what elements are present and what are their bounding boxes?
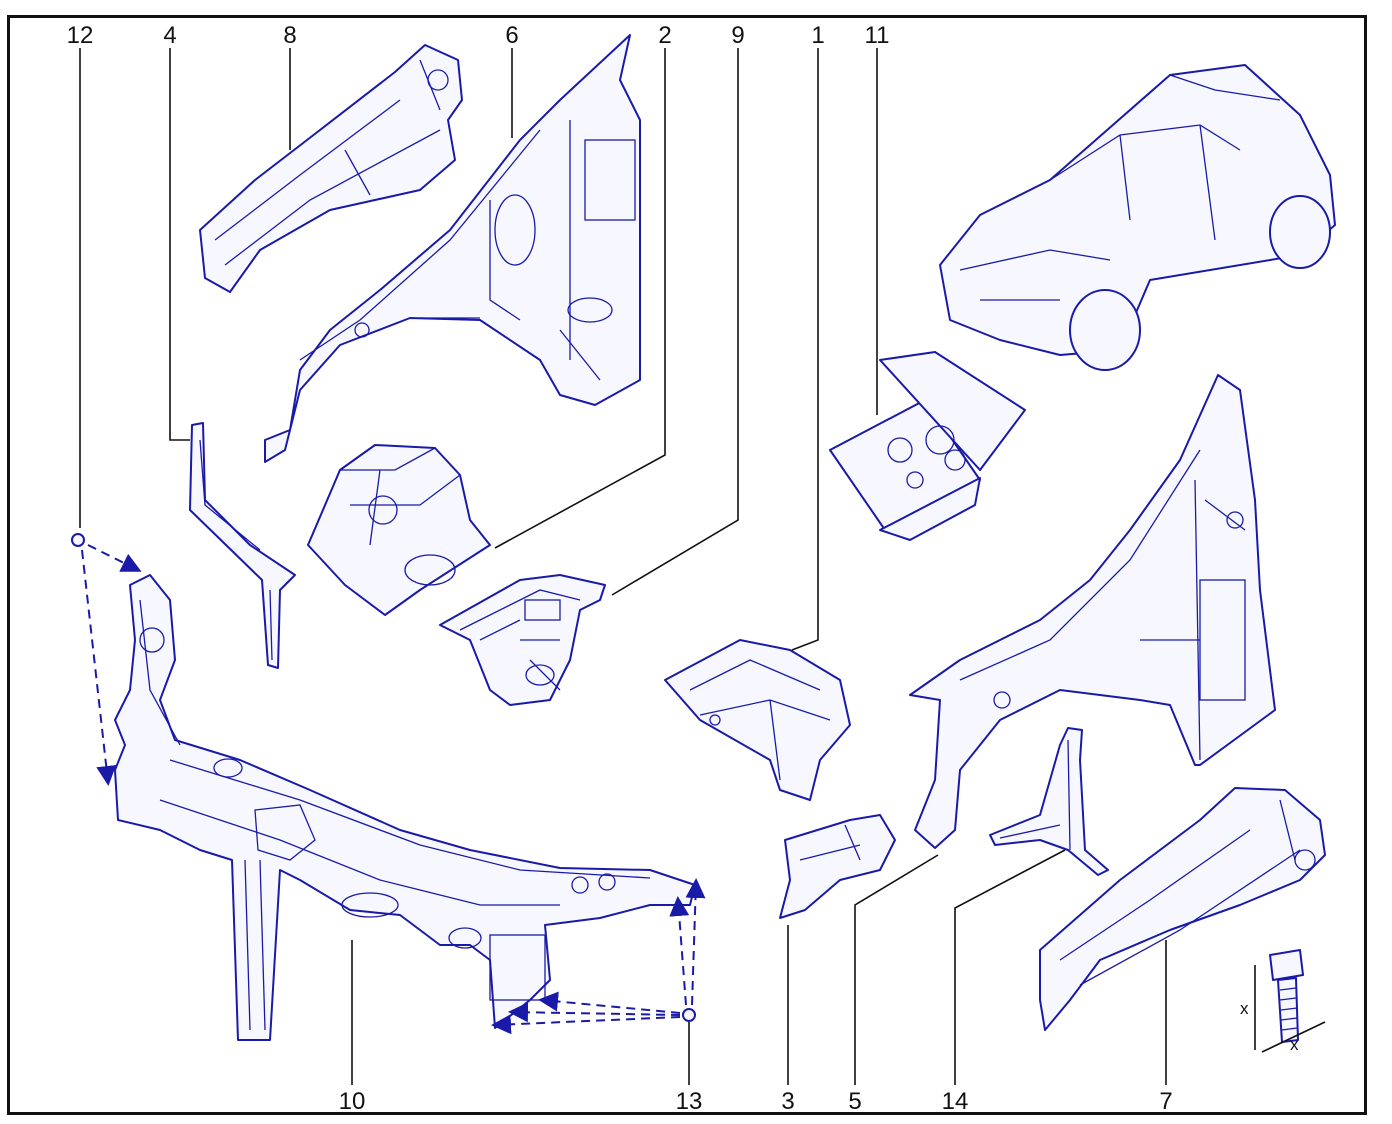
callout-7: 7 bbox=[1159, 1088, 1173, 1115]
callout-12: 12 bbox=[66, 22, 94, 49]
part-6-fender-apron bbox=[264, 34, 641, 463]
dimension-x-vertical: x bbox=[1240, 999, 1249, 1018]
part-8-upper-rail bbox=[199, 44, 463, 293]
callout-9: 9 bbox=[731, 22, 745, 49]
leader-lines bbox=[79, 48, 1167, 1085]
callout-6: 6 bbox=[505, 22, 519, 49]
callout-2: 2 bbox=[658, 22, 672, 49]
fastener-12-arrows bbox=[71, 533, 142, 786]
callout-10: 10 bbox=[338, 1088, 366, 1115]
part-11-repair-kit bbox=[829, 351, 1026, 541]
part-1-battery-tray bbox=[664, 639, 851, 801]
part-9-mounting-bracket bbox=[439, 574, 606, 706]
part-10-cross-member bbox=[114, 574, 696, 1041]
part-7-lower-rail bbox=[1039, 787, 1326, 1031]
dimension-x-horizontal: x bbox=[1290, 1035, 1299, 1054]
diagram-frame bbox=[7, 15, 1367, 1115]
part-right-fender-apron bbox=[909, 374, 1276, 849]
vehicle-silhouette bbox=[939, 64, 1336, 371]
callout-14: 14 bbox=[941, 1088, 969, 1115]
part-14-small-bracket bbox=[989, 727, 1109, 876]
callout-3: 3 bbox=[781, 1088, 795, 1115]
fastener-13-arrows bbox=[491, 878, 706, 1035]
part-4-arch-liner bbox=[189, 422, 296, 669]
callout-11: 11 bbox=[864, 22, 890, 49]
callout-4: 4 bbox=[163, 22, 177, 49]
part-3-small-liner bbox=[779, 814, 896, 919]
callout-8: 8 bbox=[283, 22, 297, 49]
part-2-front-bracket bbox=[307, 444, 491, 616]
bolt-detail bbox=[1254, 949, 1326, 1053]
callout-5: 5 bbox=[848, 1088, 862, 1115]
callout-13: 13 bbox=[675, 1088, 703, 1115]
callout-1: 1 bbox=[811, 22, 825, 49]
